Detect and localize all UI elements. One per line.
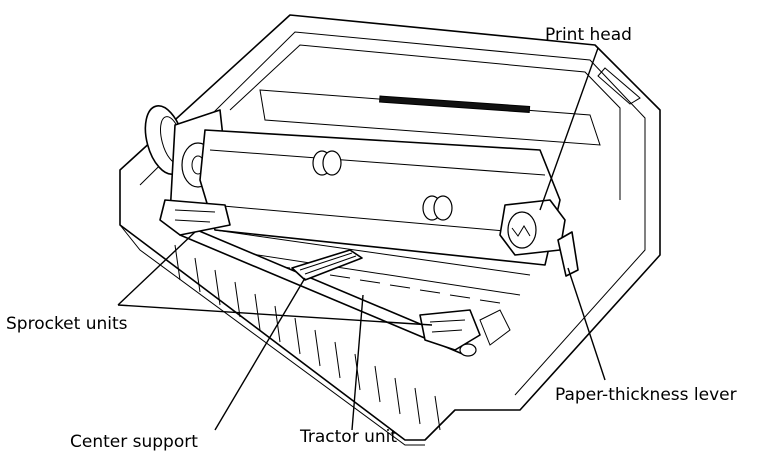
- thickness-lever: [557, 231, 579, 277]
- right-sprocket-detail: [429, 319, 466, 333]
- platen-roller: [199, 129, 561, 266]
- left-sprocket-detail: [174, 209, 216, 223]
- label-center-support: Center support: [70, 432, 198, 452]
- right-front-corner: [479, 309, 511, 346]
- leader-print-head: [539, 47, 599, 211]
- label-tractor-unit: Tractor unit: [299, 427, 397, 447]
- leader-tractor-unit: [351, 294, 364, 431]
- platen-highlight: [209, 149, 546, 176]
- left-sprocket: [159, 199, 231, 236]
- roller-4: [433, 195, 453, 221]
- leader-lines: [117, 47, 606, 431]
- label-paper-thickness-lever: Paper-thickness lever: [555, 385, 737, 405]
- printer-illustration: [119, 14, 661, 446]
- base-front: [119, 224, 425, 446]
- center-support-ribs: [299, 252, 357, 275]
- leader-paper-thickness: [567, 267, 606, 381]
- print-head-detail: [511, 225, 531, 237]
- guide-slot: [379, 95, 531, 113]
- right-vent: [597, 67, 641, 105]
- callout-labels: Print head Sprocket units Paper-thicknes…: [6, 25, 737, 452]
- leader-sprocket-right: [117, 304, 433, 326]
- label-sprocket-units: Sprocket units: [6, 314, 128, 334]
- roller-2: [322, 150, 342, 176]
- leader-sprocket-left: [117, 231, 196, 306]
- housing-inner-rim: [139, 31, 646, 396]
- back-wall: [229, 44, 621, 200]
- leader-center-support: [214, 277, 306, 431]
- right-shaft-end: [459, 343, 477, 357]
- label-print-head: Print head: [545, 25, 632, 45]
- platen-lower-edge: [211, 204, 551, 236]
